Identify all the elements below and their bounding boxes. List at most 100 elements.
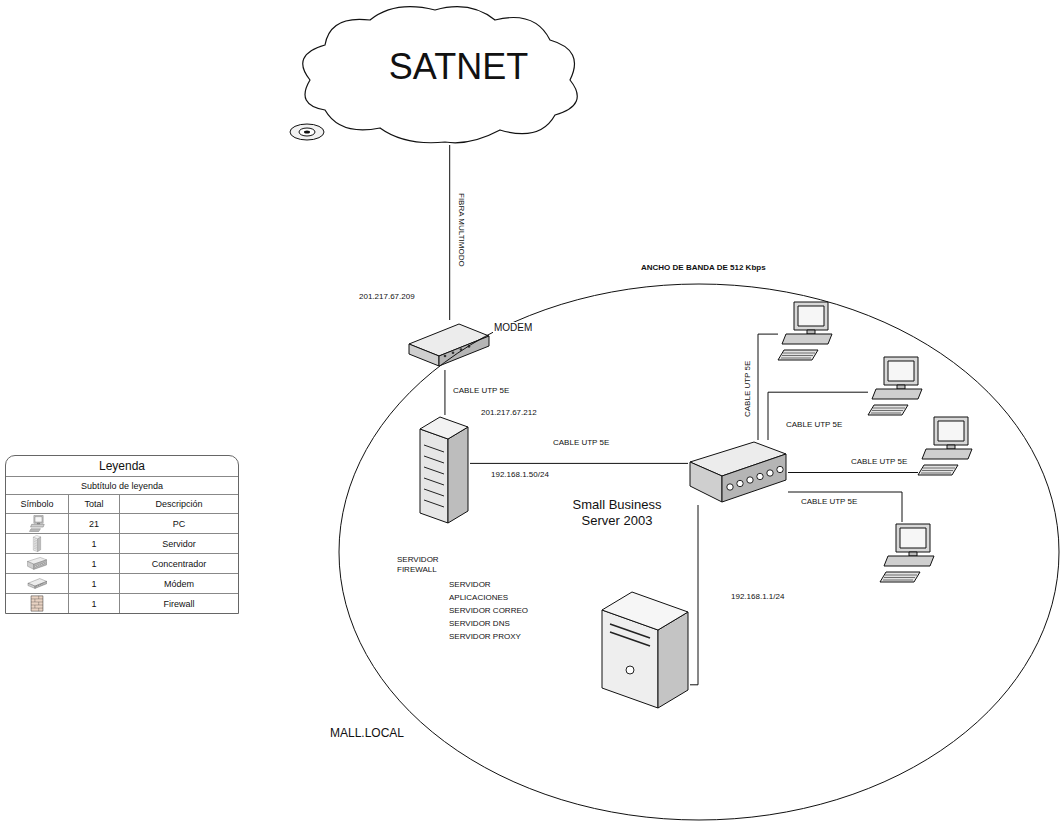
icon-line [31,605,43,606]
icon-face [918,465,958,475]
legend-subtitle-row: Subtítulo de leyenda [6,476,238,494]
icon-face [34,560,47,570]
icon-face [28,583,35,588]
icon-line [872,410,903,411]
cable-label: CABLE UTP 5E [552,438,610,448]
icon-line [783,353,815,354]
icon-line [921,473,951,474]
node-outline [598,590,690,710]
annotation-label: ANCHO DE BANDA DE 512 Kbps [640,263,767,273]
legend-title-row: Leyenda [6,456,238,476]
port-hole [727,484,733,490]
node-outline [405,320,490,370]
led-dot [41,583,43,585]
icon-face [31,524,45,527]
icon-face [888,361,914,381]
icon-line [34,548,37,549]
node-label: SATNET [305,44,612,89]
legend-row: 1Módem [6,573,238,593]
icon-line [31,601,43,602]
led-dot [36,585,38,587]
legend-header: Descripción [155,499,202,509]
icon-face [872,389,922,399]
node-outline [337,280,1061,825]
icon-face [448,427,468,523]
icon-line [610,624,650,638]
icon-face [938,421,964,441]
icon-face [409,344,439,366]
cable-label: CABLE UTP 5E [850,457,908,467]
icon-line [424,478,444,485]
icon-face [934,417,968,445]
annotation-label: 201.217.67.212 [480,408,538,418]
icon-line [34,599,35,602]
main-server: SERVIDOR APLICACIONES SERVIDOR CORREO SE… [598,590,690,710]
node-label: SERVIDOR FIREWALL [396,555,462,575]
legend-description: Firewall [163,599,194,609]
network-ellipse: MALL.LOCALSERVIDOR FIREWALLSERVIDOR APLI… [337,280,1061,825]
port-hole [37,565,38,566]
icon-line [31,530,39,531]
icon-line [424,467,444,474]
modem-device: MODEM [405,320,490,370]
hub-device [688,440,788,505]
icon-face [900,528,926,548]
icon-face [420,429,448,523]
icon-face [909,552,917,556]
icon-face [31,596,43,611]
icon-line [884,577,915,578]
legend-symbol [27,555,47,572]
port-hole [747,477,753,483]
legend-description: Servidor [162,539,196,549]
legend-symbol [27,575,47,592]
icon-face [947,445,955,449]
legend-table: LeyendaSubtítulo de leyendaSímboloTotalD… [5,455,239,614]
icon-line [34,543,37,544]
node-outline [918,415,973,477]
legend-row: 21PC [6,513,238,533]
lan-boundary [339,284,1059,820]
icon-face [798,306,824,326]
led-dot [452,352,455,355]
legend-title: Leyenda [99,459,145,473]
node-outline [418,415,470,525]
network-cable [470,463,688,464]
icon-line [782,355,813,356]
icon-line [610,632,650,646]
icon-face [33,535,40,538]
icon-face [884,556,934,566]
disc-icon [290,124,324,140]
cable-label: CABLE UTP 5E [452,386,510,396]
icon-face [35,517,42,522]
annotation-label: 201.217.67.209 [358,292,416,302]
icon-face [922,449,972,459]
icon-line [31,608,43,609]
power-button [626,666,634,674]
port-hole [39,564,40,565]
cable-label: CABLE UTP 5E [785,420,843,430]
pc-workstation [868,355,923,417]
icon-line [34,541,37,542]
icon-face [29,529,40,532]
icon-line [38,608,39,611]
legend-description: Concentrador [152,559,207,569]
node-outline [880,522,935,584]
port-hole [767,470,773,476]
legend-header: Total [84,499,103,509]
legend-row: 1 Servidor [6,533,238,553]
cable-label: FIBRA MULTIMODO [456,192,466,268]
icon-line [873,408,905,409]
port-hole [41,564,42,565]
port-hole [737,480,743,486]
icon-face [38,537,41,552]
icon-line [31,529,40,530]
icon-line [34,540,37,541]
legend-symbol [27,515,47,532]
icon-face [602,592,688,630]
icon-line [424,500,444,507]
legend-total: 1 [91,599,96,609]
icon-line [885,575,917,576]
legend-total: 1 [91,539,96,549]
port-hole [35,566,36,567]
